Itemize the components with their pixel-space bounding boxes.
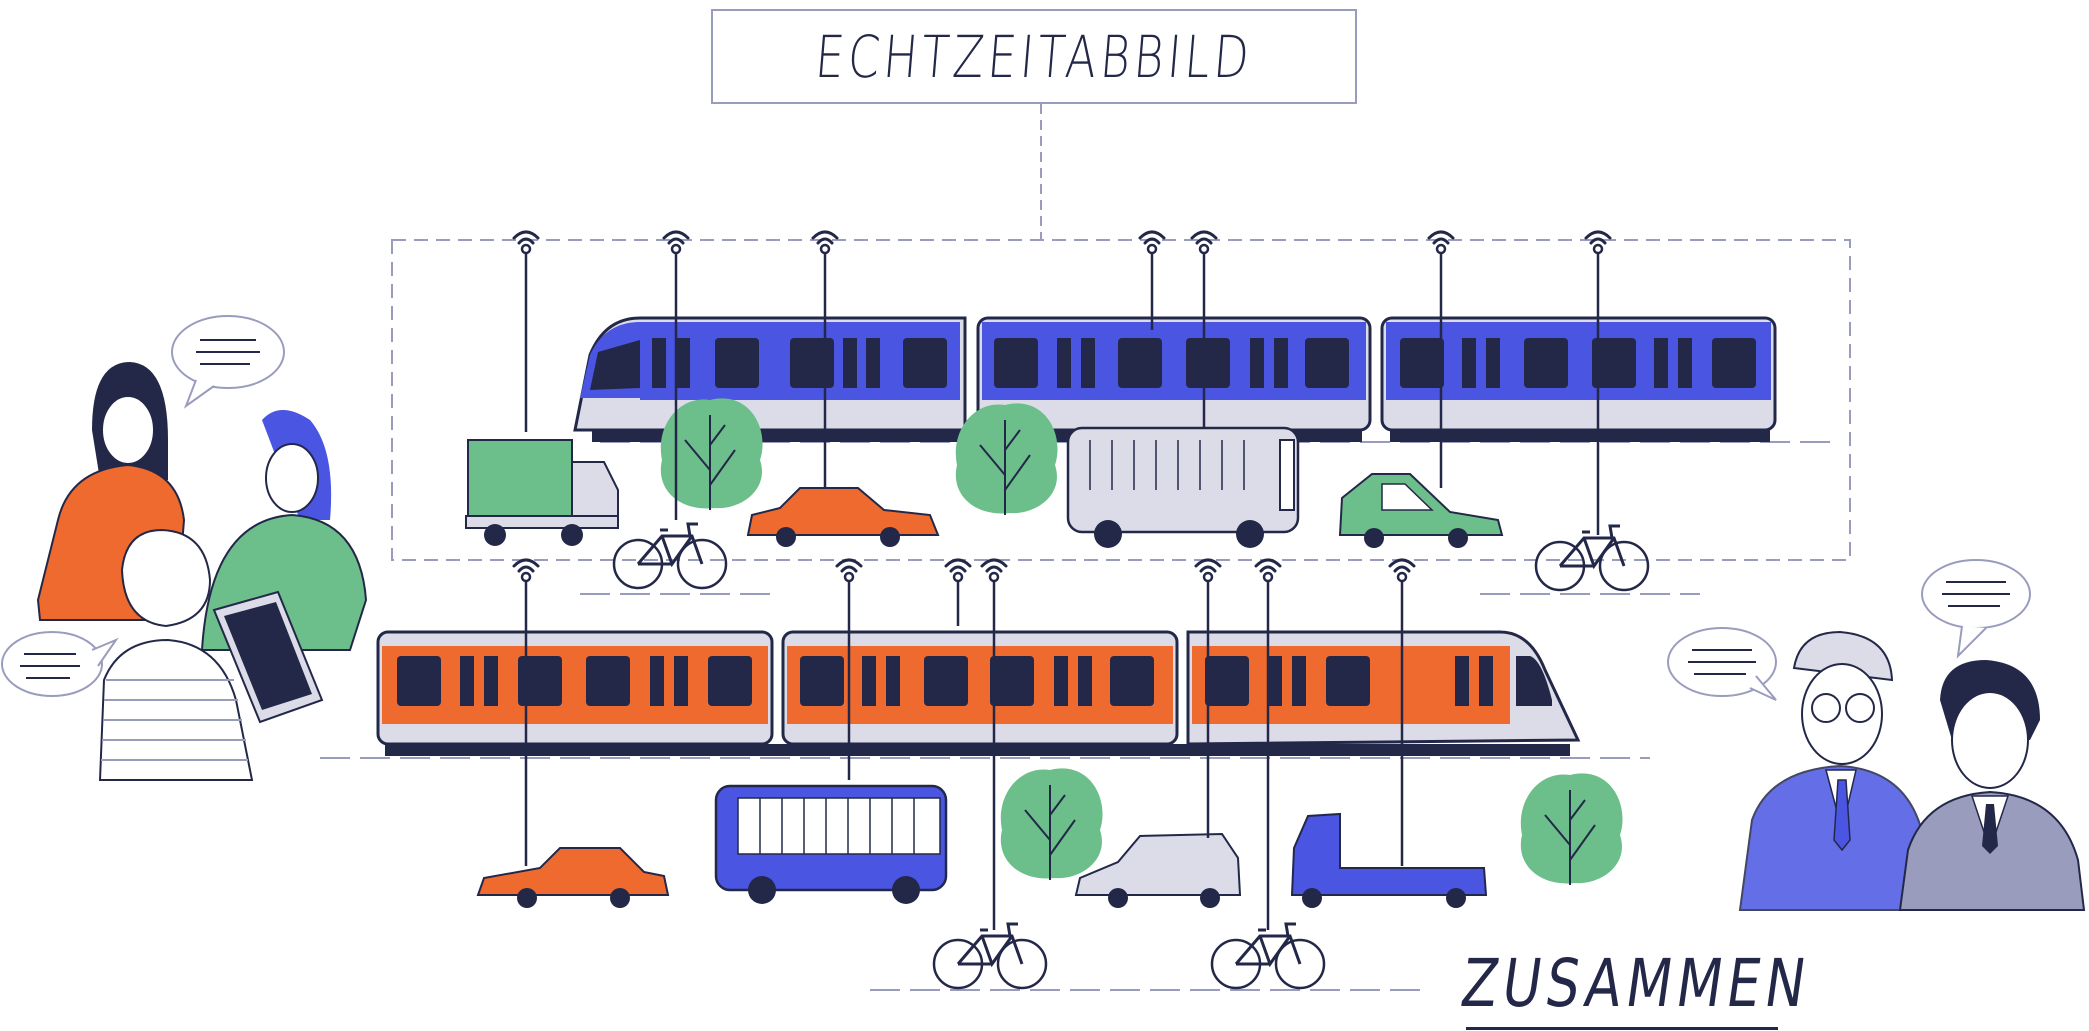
car-orange-lower [476, 847, 670, 908]
speech-bubble-icon [171, 315, 285, 409]
sensor-lines-upper [524, 252, 1600, 535]
orange-train [376, 630, 1581, 756]
tree-icon [954, 402, 1059, 516]
bus-white [1066, 426, 1300, 548]
wifi-sensor-icons-upper [512, 230, 1612, 255]
tree-icon [1519, 772, 1624, 886]
car-green [1338, 473, 1504, 548]
bus-blue [714, 784, 948, 904]
sensor-lines-lower [524, 580, 1404, 930]
speech-bubble-icon [1, 631, 119, 697]
sensing-frame [391, 239, 1851, 561]
bicycle-icon [612, 522, 728, 590]
right-people-group [1667, 559, 2086, 911]
car-white [1074, 832, 1242, 908]
bicycle-icon [1210, 922, 1326, 990]
bicycle-icon [932, 922, 1048, 990]
blue-train [573, 316, 1777, 442]
truck-green [465, 439, 619, 546]
tree-icon [999, 767, 1104, 881]
speech-bubble-icon [1667, 627, 1777, 701]
left-people-group [1, 315, 368, 781]
diagram-title-text: ECHTZEITABBILD [812, 22, 1256, 91]
speech-bubble-icon [1921, 559, 2031, 659]
footer-word-text: ZUSAMMEN [1456, 945, 1816, 1022]
pickup-blue [1290, 812, 1488, 908]
diagram-title: ECHTZEITABBILD [711, 9, 1357, 104]
tablet-icon [212, 590, 324, 724]
car-orange [746, 487, 940, 547]
footer-underline [1466, 1027, 1778, 1030]
bicycle-icon [1534, 524, 1650, 592]
footer-word: ZUSAMMEN [1457, 945, 1815, 1030]
